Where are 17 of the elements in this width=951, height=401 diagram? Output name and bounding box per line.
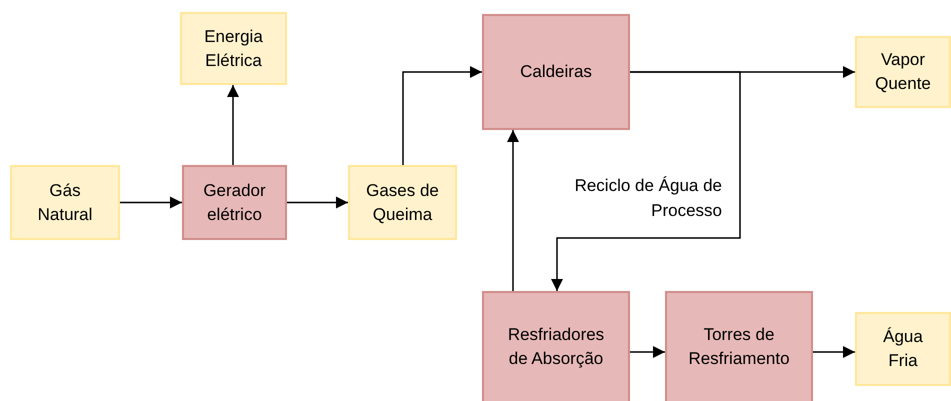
arrow [813,346,855,358]
arrow [287,196,348,208]
stream-box: Energia Elétrica [180,12,287,85]
arrow [227,85,239,165]
stream-box: Água Fria [855,312,951,386]
arrow [630,346,665,358]
arrow [120,196,182,208]
process-box: Caldeiras [482,14,630,130]
arrow [507,130,519,291]
process-box: Torres de Resfriamento [665,291,813,401]
arrow [402,66,482,165]
process-box: Resfriadores de Absorção [482,291,630,401]
arrow [551,71,741,291]
process-box: Gerador elétrico [182,165,287,240]
stream-box: Gases de Queima [348,165,457,240]
stream-box: Vapor Quente [855,36,951,108]
stream-box: Gás Natural [10,165,120,240]
